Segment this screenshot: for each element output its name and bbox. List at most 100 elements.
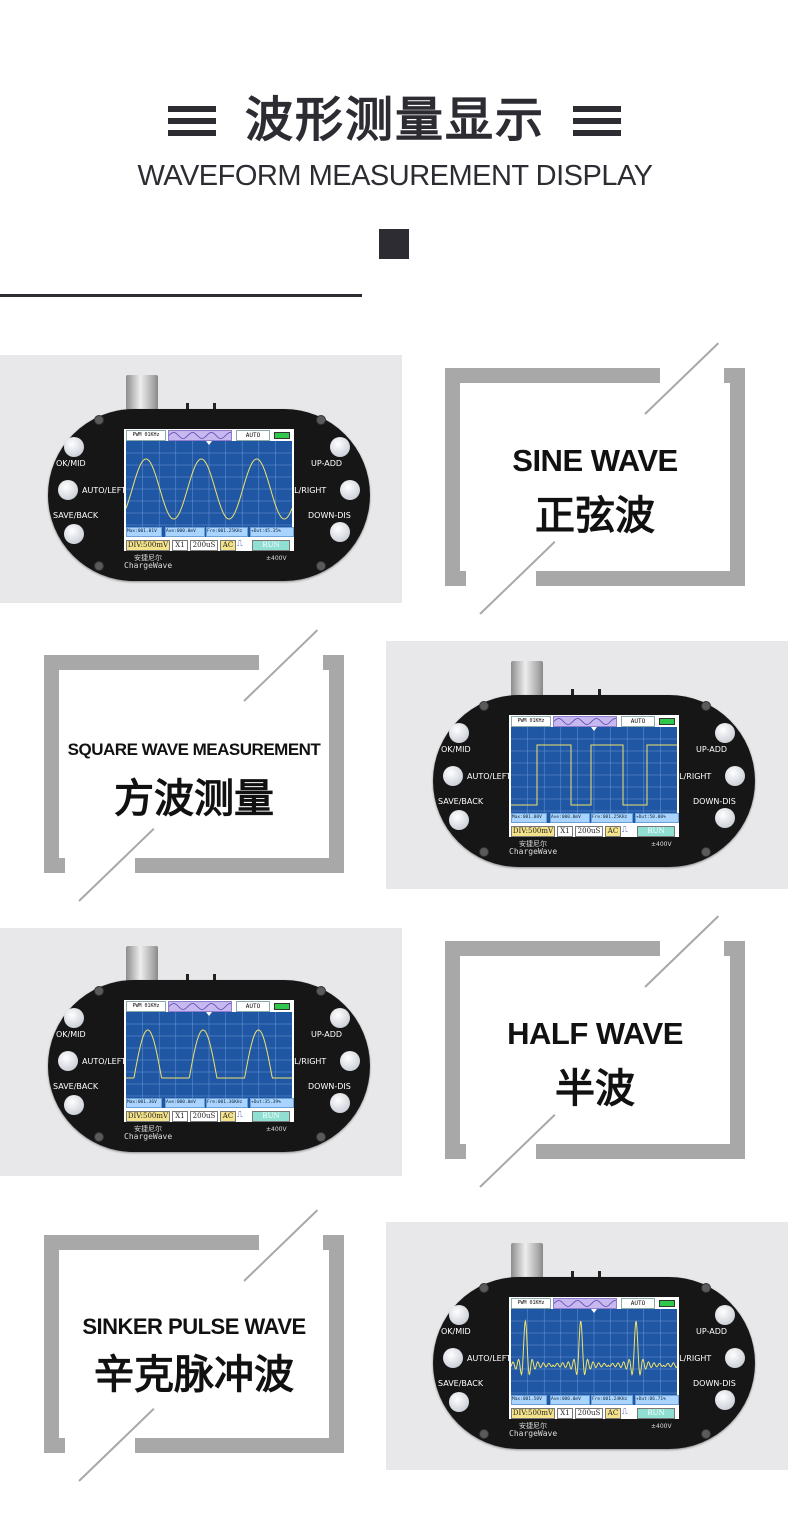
probe-multiplier: X1 (557, 1408, 573, 1419)
section-title-cn: 正弦波 (535, 493, 655, 539)
run-status: RUN (252, 1111, 290, 1122)
auto-left-button[interactable] (443, 766, 463, 786)
ok-mid-label: OK/MID (56, 459, 86, 468)
up-add-button[interactable] (330, 437, 350, 457)
screen-top-bar: PWM 01KHz 50%AUTO (124, 1000, 294, 1018)
top-switch-tab (186, 403, 189, 411)
bnc-probe-connector (126, 946, 158, 986)
frame-gap (660, 368, 724, 383)
frame-gap (65, 858, 135, 873)
save-back-button[interactable] (449, 1392, 469, 1412)
trigger-mode-auto: AUTO (621, 1298, 655, 1309)
sel-right-button[interactable] (340, 1051, 360, 1071)
measurement-value: +Dut:45.35% (250, 527, 294, 537)
measurement-value: Fre:001.36KHz (206, 1098, 248, 1108)
down-dis-button[interactable] (715, 1390, 735, 1410)
waveform-graph (511, 1309, 677, 1405)
sel-right-label: SEL/RIGHT (669, 1354, 712, 1363)
auto-left-button[interactable] (443, 1348, 463, 1368)
sel-right-button[interactable] (725, 766, 745, 786)
measurement-value: Fre:001.25KHz (206, 527, 248, 537)
auto-left-button[interactable] (58, 480, 78, 500)
run-status: RUN (637, 1408, 675, 1419)
screw-icon (479, 701, 489, 711)
screw-icon (316, 415, 326, 425)
measurement-value: Max:001.50V (511, 1395, 547, 1405)
sel-right-button[interactable] (725, 1348, 745, 1368)
save-back-button[interactable] (449, 810, 469, 830)
auto-left-label: AUTO/LEFT (82, 1057, 127, 1066)
brand-name-cn: 安捷尼尔 (519, 840, 547, 848)
save-back-button[interactable] (64, 524, 84, 544)
pwm-indicator: PWM 01KHz 50% (126, 430, 166, 447)
ok-mid-label: OK/MID (441, 1327, 471, 1336)
lcd-screen: PWM 01KHz 50%AUTOMax:001.00VAve:000.0mVF… (509, 715, 679, 837)
screen-top-bar: PWM 01KHz 50%AUTO (509, 1297, 679, 1315)
section-title-en: HALF WAVE (507, 1016, 683, 1051)
bnc-probe-connector (126, 375, 158, 415)
ok-mid-button[interactable] (449, 723, 469, 743)
trigger-waveform-icon (553, 716, 617, 727)
lcd-screen: PWM 01KHz 50%AUTOMax:001.50VAve:000.0mVF… (509, 1297, 679, 1419)
signal-trace (511, 1319, 677, 1377)
battery-icon (274, 1003, 290, 1010)
measurement-value: Max:001.00V (511, 813, 547, 823)
frame-gap (466, 1144, 536, 1159)
down-dis-label: DOWN-DIS (693, 797, 736, 806)
trigger-marker (206, 441, 212, 445)
ok-mid-button[interactable] (449, 1305, 469, 1325)
voltage-rating: ±400V (266, 555, 287, 562)
down-dis-button[interactable] (330, 522, 350, 542)
lcd-screen: PWM 01KHz 50%AUTO Max:001.36VAve:000.0mVF… (124, 1000, 294, 1122)
save-back-label: SAVE/BACK (438, 1379, 484, 1388)
pwm-indicator: PWM 01KHz 50% (126, 1001, 166, 1018)
battery-icon (659, 718, 675, 725)
section-title-en: SQUARE WAVE MEASUREMENT (67, 740, 321, 759)
run-status: RUN (637, 826, 675, 837)
up-add-button[interactable] (330, 1008, 350, 1028)
screw-icon (94, 1132, 104, 1142)
screen-top-bar: PWM 01KHz 50%AUTO (124, 429, 294, 447)
trigger-edge-icon: ⎍ (237, 1110, 243, 1119)
top-switch-tab (598, 1271, 601, 1279)
ok-mid-button[interactable] (64, 1008, 84, 1028)
ok-mid-label: OK/MID (56, 1030, 86, 1039)
frame-gap (466, 571, 536, 586)
brand-name-cn: 安捷尼尔 (519, 1422, 547, 1430)
screw-icon (316, 561, 326, 571)
sel-right-button[interactable] (340, 480, 360, 500)
up-add-button[interactable] (715, 723, 735, 743)
voltage-rating: ±400V (651, 841, 672, 848)
down-dis-button[interactable] (330, 1093, 350, 1113)
waveform-plot (511, 1309, 677, 1405)
top-switch-tab (598, 689, 601, 697)
brand-name-en: ChargeWave (509, 847, 558, 856)
ok-mid-button[interactable] (64, 437, 84, 457)
auto-left-button[interactable] (58, 1051, 78, 1071)
coupling-mode: AC (605, 826, 621, 837)
screw-icon (316, 986, 326, 996)
waveform-plot (126, 441, 292, 537)
auto-left-label: AUTO/LEFT (467, 772, 512, 781)
up-add-button[interactable] (715, 1305, 735, 1325)
save-back-label: SAVE/BACK (438, 797, 484, 806)
down-dis-button[interactable] (715, 808, 735, 828)
save-back-button[interactable] (64, 1095, 84, 1115)
volts-per-div: DIV:500mV (511, 826, 555, 837)
page-title-cn: 波形测量显示 (244, 92, 545, 148)
frame-gap (259, 655, 323, 670)
down-dis-label: DOWN-DIS (693, 1379, 736, 1388)
trigger-marker (206, 1012, 212, 1016)
section-title-cn: 辛克脉冲波 (94, 1352, 294, 1398)
time-per-div: 200uS (575, 826, 603, 837)
screw-icon (701, 1429, 711, 1439)
probe-multiplier: X1 (172, 540, 188, 551)
measurement-value: +Dut:50.00% (635, 813, 679, 823)
